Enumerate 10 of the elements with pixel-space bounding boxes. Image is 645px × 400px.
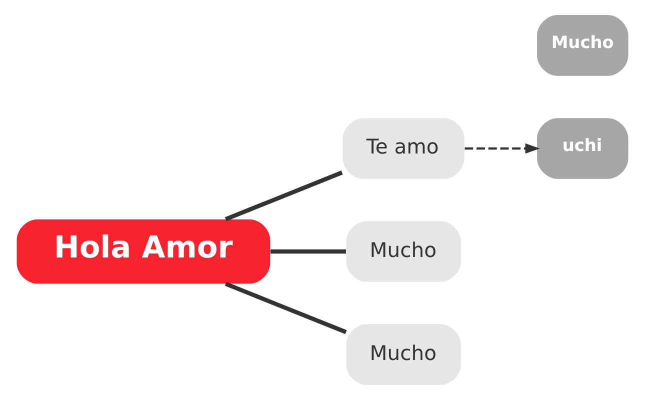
node-box: Hola Amor: [16, 219, 270, 284]
node-box: Mucho: [346, 221, 462, 282]
arrow: [464, 143, 540, 154]
node-box: Te amo: [342, 118, 464, 179]
node-box: Mucho: [346, 324, 462, 385]
node-box: Mucho: [537, 15, 628, 76]
connector: [224, 282, 347, 334]
node-box: uchi: [537, 118, 628, 179]
connector: [270, 249, 346, 254]
connector: [224, 170, 343, 222]
